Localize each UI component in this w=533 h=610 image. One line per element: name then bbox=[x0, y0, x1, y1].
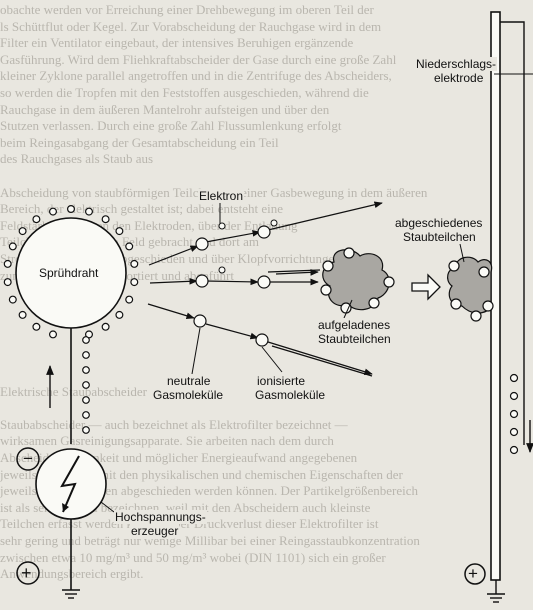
neutral-molecules-label-1: neutrale bbox=[166, 374, 212, 388]
collector-plus-circle bbox=[464, 563, 486, 585]
migration-arrow bbox=[411, 273, 441, 301]
background-text-line: beim Reingasabgang der Gesamtabscheidung… bbox=[0, 134, 279, 150]
neutral-molecules-label-2: Gasmoleküle bbox=[152, 388, 225, 402]
collector-electrode-plate bbox=[490, 11, 501, 581]
minus-symbol: − bbox=[23, 449, 33, 468]
hv-wire-charge-dots bbox=[82, 336, 90, 434]
background-text-line: Elektrische Staubabscheider bbox=[0, 383, 147, 399]
spray-wire-charge-dot bbox=[125, 242, 134, 251]
gas-molecules bbox=[193, 225, 271, 347]
collector-charge-dots bbox=[509, 373, 519, 455]
generator-ground-icon bbox=[62, 589, 80, 599]
spray-wire-charge-dot bbox=[18, 310, 27, 319]
background-text-line: wirksamen Gasreinigungsapparate. Sie arb… bbox=[0, 433, 334, 449]
spray-wire-charge-dot bbox=[130, 259, 139, 268]
spray-wire-charge-dot bbox=[8, 295, 17, 304]
background-text-line: ls Schüttflut oder Kegel. Zur Vorabschei… bbox=[0, 18, 382, 34]
spray-wire-charge-dot bbox=[115, 310, 124, 319]
collector-ground-icon bbox=[487, 580, 505, 603]
hv-label-leader bbox=[100, 501, 115, 513]
background-text-line: sehr gering und beträgt nur wenige Milli… bbox=[0, 533, 420, 548]
spray-wire-charge-dot bbox=[32, 322, 41, 331]
neutral-leader bbox=[191, 327, 201, 375]
spray-wire-charge-dot bbox=[48, 330, 57, 339]
spray-wire-charge-dot bbox=[48, 207, 57, 216]
charged-dust-leader bbox=[343, 299, 353, 319]
hv-generator-label-2: erzeuger bbox=[130, 524, 180, 538]
deposited-dust-leader bbox=[459, 243, 465, 263]
electron-label: Elektron bbox=[198, 189, 245, 203]
collector-wire bbox=[500, 21, 525, 445]
spray-wire-charge-dot bbox=[84, 207, 93, 216]
lightning-tip bbox=[62, 503, 69, 512]
background-text-line: so werden die Tropfen mit den Feststoffe… bbox=[0, 84, 369, 100]
spray-wire-charge-dot bbox=[3, 278, 12, 287]
spray-wire-charge-dot bbox=[18, 227, 27, 236]
trajectories bbox=[147, 201, 383, 377]
lightning-icon bbox=[60, 455, 80, 513]
spray-wire-label: Sprühdraht bbox=[38, 266, 100, 280]
charged-dust-particle bbox=[322, 249, 390, 311]
spray-wire-charge-dot bbox=[66, 205, 75, 214]
background-text-line: Gasführung. Wird dem Fliehkraftabscheide… bbox=[0, 51, 397, 67]
charged-dust-ions bbox=[320, 247, 395, 314]
hv-generator-label-1: Hochspannungs- bbox=[114, 510, 207, 524]
charged-dust-label-2: Staubteilchen bbox=[317, 332, 392, 346]
spray-wire-charge-dot bbox=[32, 215, 41, 224]
spray-wire-charge-dot bbox=[8, 242, 17, 251]
background-text-line: Stutzen verlassen. Durch eine große Zahl… bbox=[0, 118, 342, 134]
collector-electrode-label-1: Niederschlags- bbox=[415, 57, 498, 71]
background-text-line: obachte werden vor Erreichung einer Dreh… bbox=[0, 2, 374, 17]
plus-circle bbox=[16, 561, 40, 585]
spray-wire-charge-dots bbox=[3, 205, 139, 339]
deposited-dust-label-2: Staubteilchen bbox=[402, 230, 477, 244]
ion-charge-dots bbox=[218, 219, 278, 274]
background-text-line: des Rauchgases als Staub aus bbox=[0, 151, 154, 167]
background-text-line: zwischen etwa 10 mg/m³ und 50 mg/m³ wobe… bbox=[0, 549, 386, 565]
spray-wire-charge-dot bbox=[101, 215, 110, 224]
ionized-molecules-label-1: ionisierte bbox=[256, 374, 307, 388]
background-text-line: Rauchgase in dem äußeren Mantelrohr aufs… bbox=[0, 101, 330, 117]
spray-wire-charge-dot bbox=[125, 295, 134, 304]
plus-symbol: + bbox=[21, 563, 32, 583]
collector-electrode-label-2: elektrode bbox=[433, 71, 485, 85]
spray-wire-charge-dot bbox=[3, 259, 12, 268]
deposited-dust-label-1: abgeschiedenes bbox=[394, 216, 484, 230]
ionized-molecules-label-2: Gasmoleküle bbox=[254, 388, 327, 402]
spray-wire-charge-dot bbox=[115, 227, 124, 236]
background-text-line: kleiner Zyklone parallel angetroffen und… bbox=[0, 68, 392, 84]
charged-dust-label-1: aufgeladenes bbox=[317, 318, 392, 332]
spray-wire-charge-dot bbox=[101, 322, 110, 331]
spray-wire-charge-dot bbox=[130, 278, 139, 287]
ionized-leader bbox=[261, 346, 283, 373]
collector-plus-symbol: + bbox=[468, 564, 478, 583]
minus-circle bbox=[16, 447, 40, 471]
background-text-line: Filter ein Ventilator eingebaut, der int… bbox=[0, 35, 354, 51]
deposited-dust-ions bbox=[448, 260, 494, 322]
